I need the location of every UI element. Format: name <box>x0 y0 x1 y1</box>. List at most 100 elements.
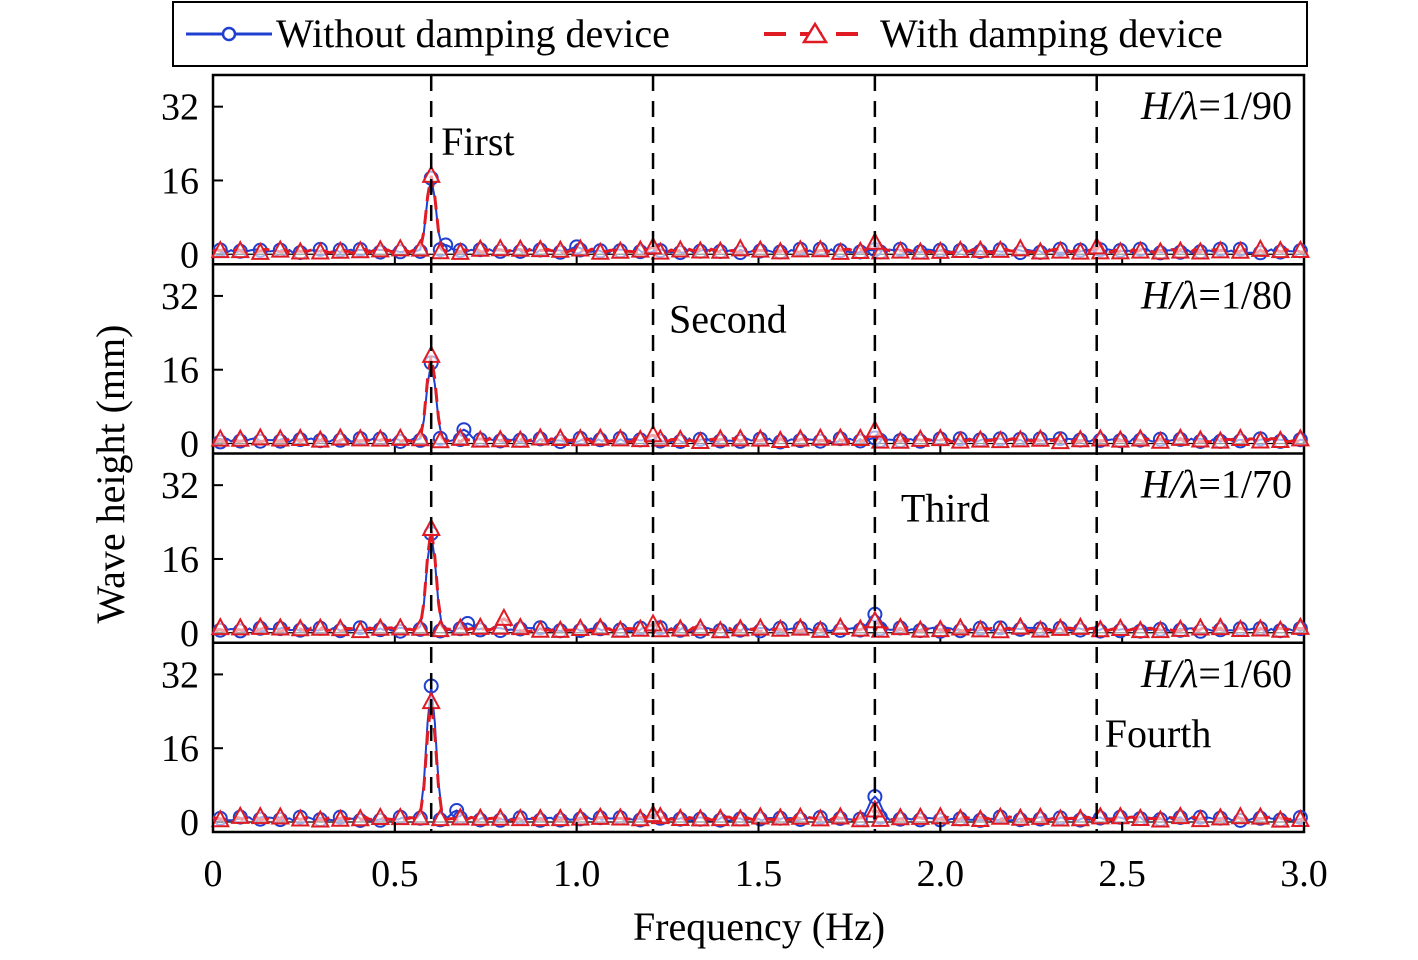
marker-with <box>610 807 630 826</box>
marker-with <box>270 428 290 447</box>
marker-with <box>1210 430 1231 449</box>
panel-label: H/λ=1/90 <box>1140 83 1292 128</box>
marker-with <box>490 429 510 448</box>
marker-with <box>1070 808 1091 827</box>
series-with-line <box>212 528 1305 634</box>
y-tick-label: 16 <box>161 728 199 770</box>
marker-with <box>670 428 690 448</box>
marker-with <box>230 805 250 824</box>
marker-with <box>770 241 790 260</box>
marker-with <box>990 239 1011 258</box>
marker-with <box>510 429 530 448</box>
marker-with <box>1130 619 1151 639</box>
marker-with <box>330 427 350 446</box>
y-axis-title: Wave height (mm) <box>88 325 133 624</box>
marker-with <box>570 617 590 636</box>
marker-with <box>1150 809 1171 828</box>
panel-label-prefix: H/λ <box>1140 272 1198 317</box>
marker-with <box>530 619 550 638</box>
marker-with <box>310 809 330 828</box>
marker-with <box>1150 241 1171 260</box>
legend-with-label: With damping device <box>880 11 1223 56</box>
marker-with <box>1110 806 1131 825</box>
marker-with <box>1110 617 1131 636</box>
marker-with <box>970 239 991 258</box>
marker-with <box>1190 429 1211 448</box>
marker-with <box>950 617 971 636</box>
marker-with <box>750 428 770 447</box>
marker-with <box>830 806 850 825</box>
marker-with <box>1270 240 1291 259</box>
series-without-line <box>212 533 1305 633</box>
marker-with <box>510 616 530 636</box>
marker-with <box>290 427 310 447</box>
marker-with <box>1150 620 1171 639</box>
marker-with <box>430 619 450 638</box>
marker-with <box>230 617 250 636</box>
marker-with <box>1250 238 1271 257</box>
marker-with <box>1290 428 1311 447</box>
annotation-fourth: Fourth <box>1105 711 1212 756</box>
marker-with <box>865 419 885 438</box>
panel-label-value: =1/80 <box>1198 272 1292 317</box>
marker-with <box>1290 616 1311 635</box>
marker-with <box>810 427 830 446</box>
panel-label-prefix: H/λ <box>1140 83 1198 128</box>
marker-with <box>970 808 991 828</box>
panel-label-value: =1/60 <box>1198 651 1292 696</box>
marker-with <box>930 240 950 259</box>
marker-with <box>490 807 510 826</box>
marker-with <box>610 619 630 638</box>
marker-with <box>1170 805 1191 825</box>
marker-with <box>330 618 350 637</box>
marker-with <box>910 806 930 825</box>
marker-with <box>970 619 991 638</box>
marker-with <box>570 807 590 826</box>
panel-label-prefix: H/λ <box>1140 462 1198 507</box>
marker-with <box>1110 241 1131 260</box>
marker-with <box>410 617 430 636</box>
marker-with <box>870 241 890 260</box>
marker-with <box>710 807 730 827</box>
panel-label-value: =1/70 <box>1198 462 1292 507</box>
x-tick-label: 2.0 <box>917 853 965 895</box>
x-tick-label: 1.5 <box>735 853 783 895</box>
marker-with <box>730 618 750 637</box>
marker-with <box>990 806 1011 825</box>
marker-with <box>970 429 991 448</box>
marker-with <box>870 619 890 638</box>
marker-with <box>1130 807 1151 826</box>
marker-with <box>450 427 470 446</box>
panel-label: H/λ=1/60 <box>1140 651 1292 696</box>
marker-with <box>410 807 430 826</box>
annotation-third: Third <box>901 486 990 531</box>
marker-with <box>1270 809 1291 828</box>
marker-with <box>1230 427 1251 447</box>
marker-with <box>710 620 730 639</box>
marker-with <box>1030 241 1051 260</box>
marker-with <box>390 617 410 636</box>
marker-with <box>790 428 810 447</box>
marker-with <box>610 428 630 447</box>
legend-without-label: Without damping device <box>276 11 670 56</box>
marker-with <box>430 241 450 260</box>
marker-with <box>1010 429 1031 448</box>
marker-with <box>1130 428 1151 447</box>
x-axis-title: Frequency (Hz) <box>633 904 885 949</box>
marker-with <box>590 427 610 446</box>
annotation-first: First <box>441 119 514 164</box>
marker-with <box>1050 430 1071 450</box>
marker-with <box>290 618 310 637</box>
x-tick-label: 1.0 <box>553 853 601 895</box>
marker-with <box>350 808 370 827</box>
marker-with <box>1190 617 1211 636</box>
marker-with <box>370 428 390 447</box>
marker-with <box>470 807 490 826</box>
y-tick-label: 16 <box>161 160 199 202</box>
marker-with <box>630 618 650 637</box>
legend: Without damping device With damping devi… <box>172 1 1308 67</box>
